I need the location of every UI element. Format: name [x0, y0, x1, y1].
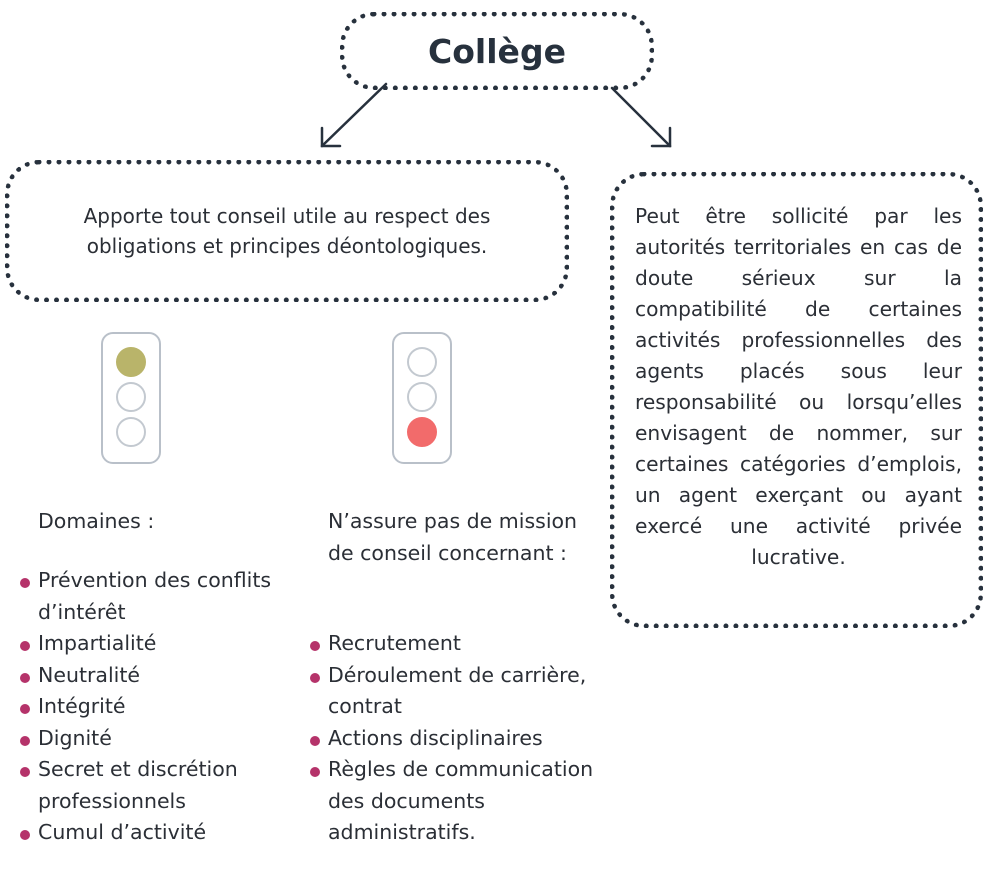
empty-lamp	[407, 347, 437, 377]
list-item: Déroulement de carrière, contrat	[304, 660, 604, 723]
advice-box: Apporte tout conseil utile au respect de…	[5, 160, 569, 302]
empty-lamp	[116, 382, 146, 412]
diagram-title: Collège	[428, 31, 566, 71]
list-item: Intégrité	[14, 691, 274, 723]
list-item: Dignité	[14, 723, 274, 755]
list-item: Prévention des conflits d’intérêt	[14, 565, 274, 628]
empty-lamp	[407, 382, 437, 412]
list-item: Règles de communication des documents ad…	[304, 754, 604, 849]
traffic-light-green-icon	[101, 332, 161, 464]
list-item: Impartialité	[14, 628, 274, 660]
list-item: Secret et discrétion professionnels	[14, 754, 274, 817]
solicitation-text: Peut être sollicité par les autorités te…	[635, 204, 962, 569]
empty-lamp	[116, 417, 146, 447]
no-mission-heading: N’assure pas de mission de conseil conce…	[328, 509, 578, 565]
advice-text: Apporte tout conseil utile au respect de…	[83, 204, 491, 258]
list-item: Actions disciplinaires	[304, 723, 604, 755]
list-item: Recrutement	[304, 628, 604, 660]
green-lamp	[116, 347, 146, 377]
arrow-left	[320, 82, 388, 148]
arrow-right	[610, 86, 672, 148]
traffic-light-red-icon	[392, 332, 452, 464]
domains-heading: Domaines :	[38, 509, 155, 533]
list-item: Cumul d’activité	[14, 817, 274, 849]
red-lamp	[407, 417, 437, 447]
title-box: Collège	[340, 12, 654, 90]
solicitation-box: Peut être sollicité par les autorités te…	[610, 172, 983, 628]
list-item: Neutralité	[14, 660, 274, 692]
